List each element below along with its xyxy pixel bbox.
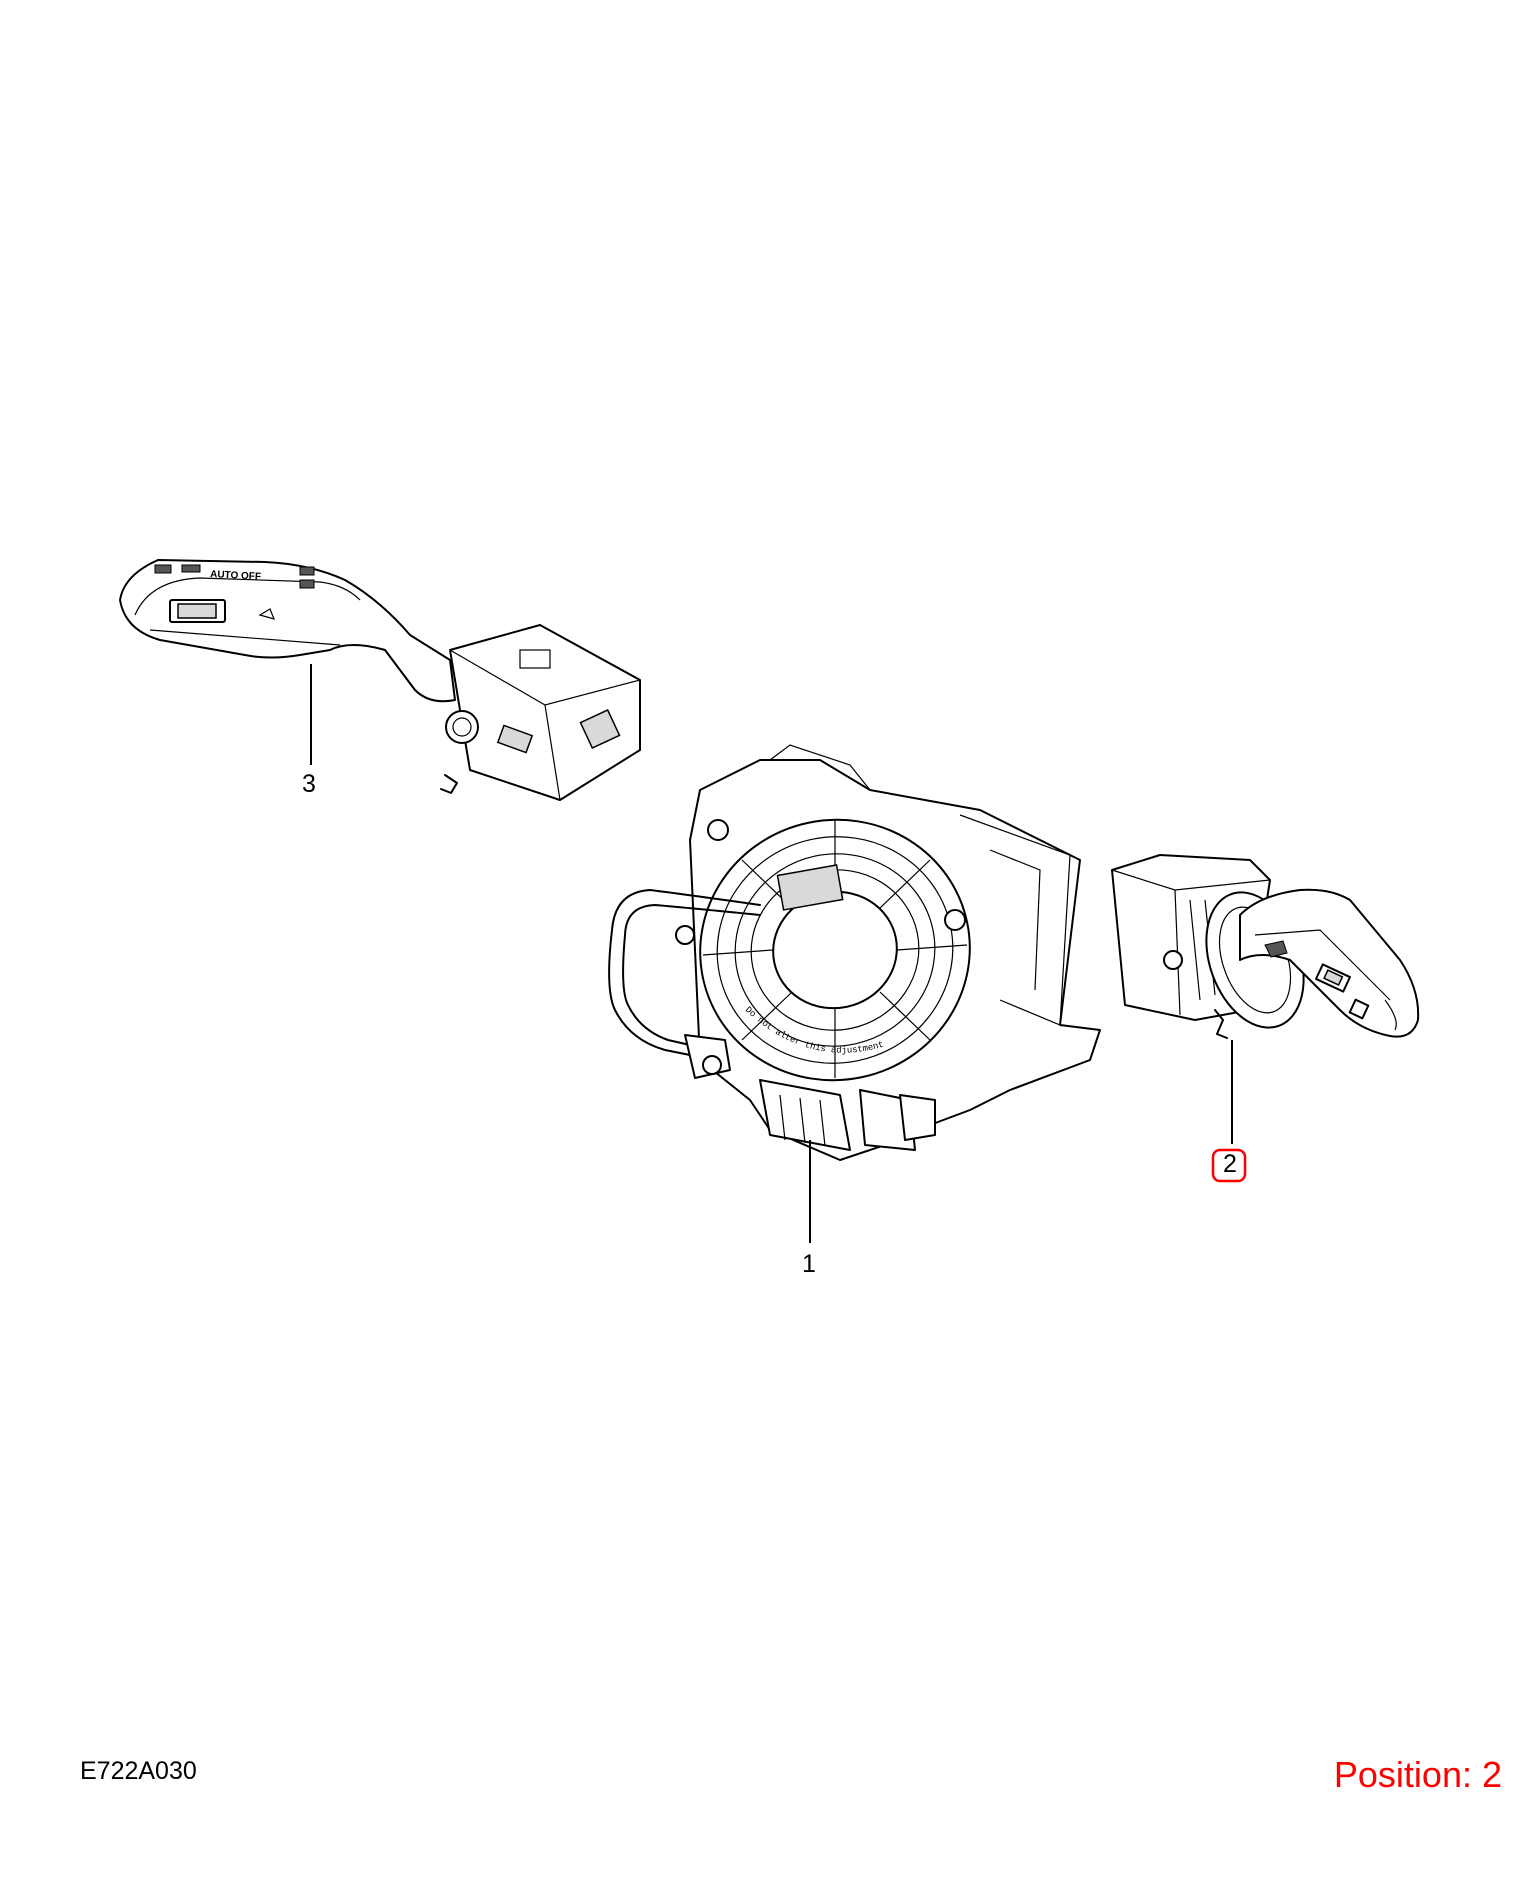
auto-off-marking: AUTO OFF (210, 569, 261, 583)
position-indicator: Position: 2 (1333, 1754, 1502, 1795)
drawing-code: E722A030 (80, 1757, 197, 1785)
selected-position-highlight (1211, 1148, 1247, 1183)
part-3-headlamp-switch-stalk[interactable]: AUTO OFF (119, 559, 641, 801)
callout-part-3[interactable]: 3 (302, 770, 316, 798)
callout-part-1[interactable]: 1 (802, 1250, 816, 1278)
part-1-clockspring-module[interactable]: Do not alter this adjustment (608, 744, 1101, 1161)
part-2-wiper-switch-stalk[interactable] (1111, 854, 1420, 1041)
callout-part-2[interactable]: 2 (1223, 1150, 1237, 1178)
